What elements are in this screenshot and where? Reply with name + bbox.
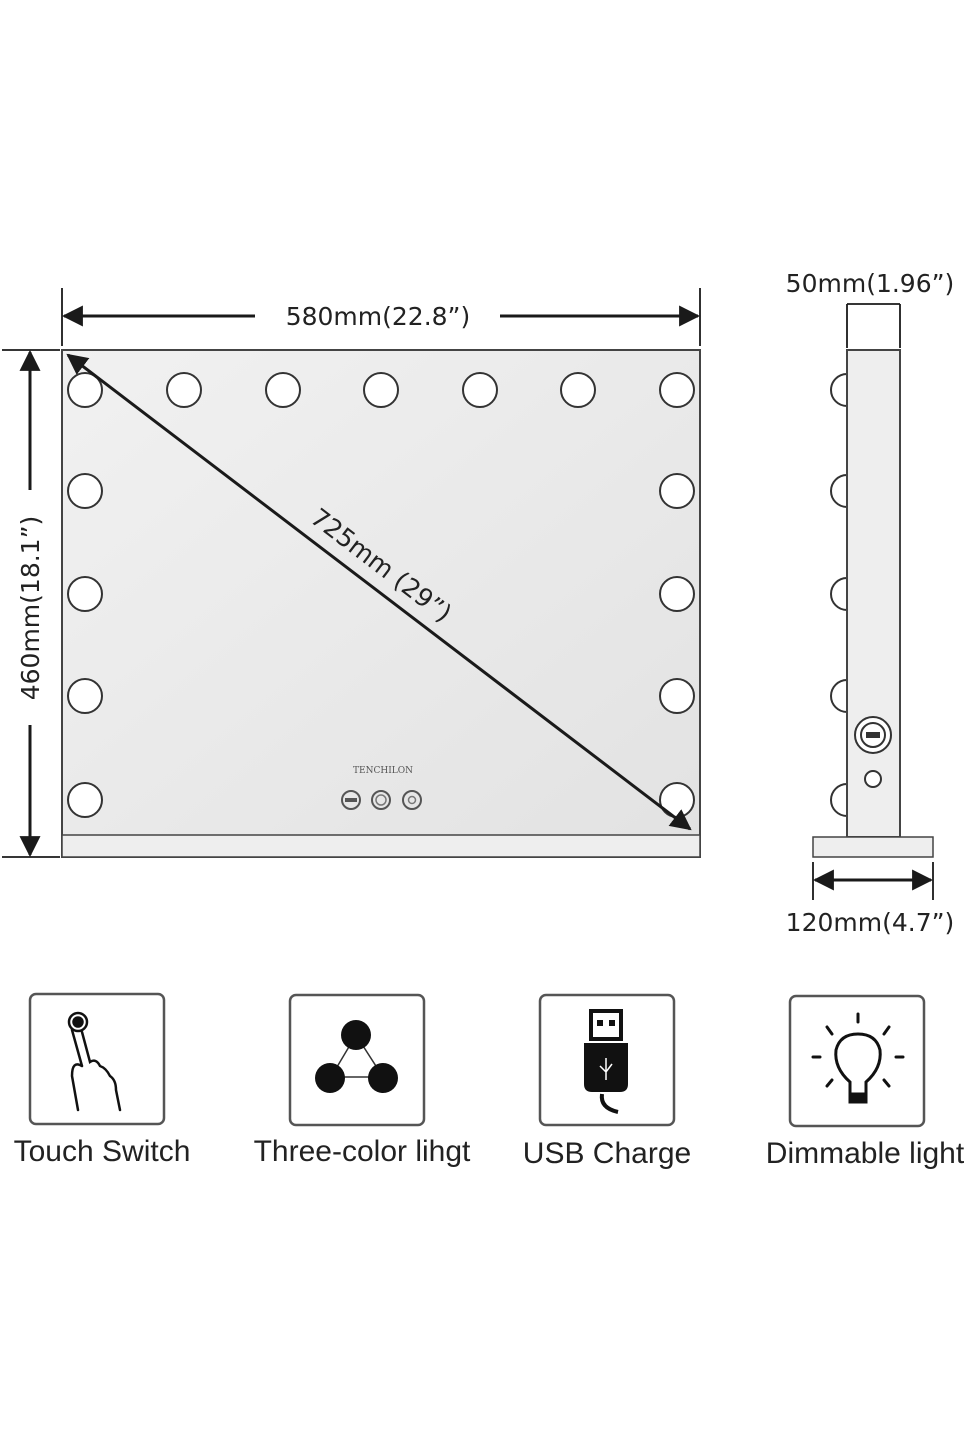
mirror-control-buttons — [341, 790, 422, 810]
bulb-icon — [659, 678, 695, 714]
feature-label: Three-color lihgt — [254, 1135, 471, 1168]
color-button-icon — [371, 790, 391, 810]
three-color-icon — [315, 1020, 398, 1093]
side-panel — [846, 349, 901, 838]
base-label: 120mm(4.7”) — [786, 908, 955, 937]
height-label: 460mm(18.1”) — [16, 516, 45, 701]
depth-dimension: 50mm(1.96”) — [786, 269, 955, 348]
depth-label: 50mm(1.96”) — [786, 269, 955, 298]
width-label: 580mm(22.8”) — [286, 302, 471, 331]
bulb-icon — [560, 372, 596, 408]
side-bulb-icon — [830, 782, 848, 818]
side-bulb-icon — [830, 372, 848, 408]
mirror-base-strip — [61, 834, 701, 858]
width-dimension: 580mm(22.8”) — [61, 288, 701, 346]
usb-icon — [584, 1009, 628, 1114]
feature-label: Dimmable light — [766, 1137, 965, 1170]
dimmer-button-icon — [402, 790, 422, 810]
brand-logo: TENCHILON — [353, 766, 413, 776]
bulb-icon — [462, 372, 498, 408]
side-bulb-icon — [830, 576, 848, 612]
feature-label: Touch Switch — [14, 1135, 191, 1168]
feature-dimmable: Dimmable light — [766, 994, 965, 1170]
bulb-icon — [659, 473, 695, 509]
bulb-icon — [67, 473, 103, 509]
side-bulb-icon — [830, 473, 848, 509]
power-button-icon — [341, 790, 361, 810]
side-base — [812, 836, 934, 858]
front-view: 580mm(22.8”) 460mm(18.1”) 725mm (29”) TE… — [2, 288, 701, 858]
side-bulb-icon — [830, 678, 848, 714]
bulb-icon — [659, 576, 695, 612]
side-bulbs — [830, 372, 848, 818]
feature-usb-charge: USB Charge — [523, 993, 691, 1170]
touch-switch-icon — [67, 1011, 122, 1112]
bulb-icon — [265, 372, 301, 408]
bulb-icon — [166, 372, 202, 408]
feature-touch-switch: Touch Switch — [14, 992, 191, 1168]
feature-three-color: Three-color lihgt — [254, 993, 471, 1168]
mirror-frame — [61, 349, 701, 858]
feature-label: USB Charge — [523, 1137, 691, 1170]
bulb-icon — [67, 678, 103, 714]
side-view: 50mm(1.96”) 120mm(4.7”) — [786, 269, 955, 937]
bulb-icon — [67, 782, 103, 818]
height-dimension: 460mm(18.1”) — [2, 349, 60, 858]
base-dimension: 120mm(4.7”) — [786, 862, 955, 937]
side-button-icon — [864, 770, 882, 788]
bulb-icon — [659, 372, 695, 408]
bulb-icon — [363, 372, 399, 408]
bulb-icon — [811, 1012, 905, 1104]
bulb-icon — [67, 576, 103, 612]
